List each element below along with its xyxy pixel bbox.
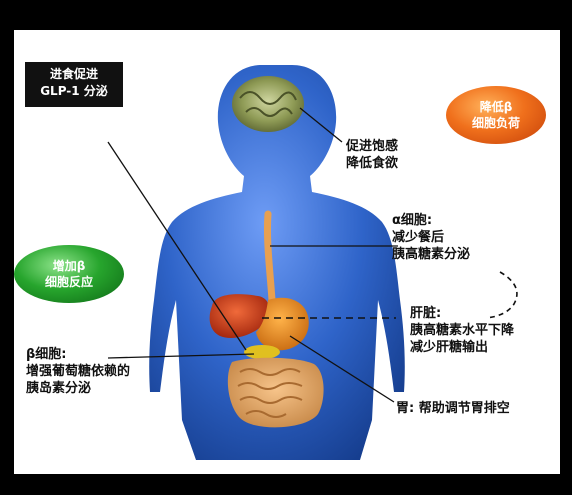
beta-label-line-1: β细胞: xyxy=(26,346,130,363)
reduce-beta-cell-load-badge: 降低β 细胞负荷 xyxy=(446,86,546,144)
liver-label-line-1: 肝脏: xyxy=(410,305,514,322)
alpha-label-line-3: 胰高糖素分泌 xyxy=(392,246,470,263)
liver-label: 肝脏: 胰高糖素水平下降 减少肝糖输出 xyxy=(410,305,514,356)
beta-label-line-3: 胰岛素分泌 xyxy=(26,380,130,397)
beta-label-line-2: 增强葡萄糖依赖的 xyxy=(26,363,130,380)
glp1-box-line-1: 进食促进 xyxy=(25,66,123,83)
stomach-label: 胃: 帮助调节胃排空 xyxy=(396,400,510,417)
brain-label-line-2: 降低食欲 xyxy=(346,155,398,172)
beta-cells-label: β细胞: 增强葡萄糖依赖的 胰岛素分泌 xyxy=(26,346,130,397)
liver-label-line-3: 减少肝糖输出 xyxy=(410,339,514,356)
stomach-label-line-1: 胃: 帮助调节胃排空 xyxy=(396,400,510,417)
brain-label-line-1: 促进饱感 xyxy=(346,138,398,155)
liver-label-line-2: 胰高糖素水平下降 xyxy=(410,322,514,339)
pancreas xyxy=(244,345,280,359)
badge-orange-line-2: 细胞负荷 xyxy=(472,115,520,131)
alpha-cells-label: α细胞: 减少餐后 胰高糖素分泌 xyxy=(392,212,470,263)
badge-orange-line-1: 降低β xyxy=(480,99,513,115)
alpha-label-line-2: 减少餐后 xyxy=(392,229,470,246)
increase-beta-cell-response-badge: 增加β 细胞反应 xyxy=(14,245,124,303)
badge-green-line-1: 增加β xyxy=(53,258,86,274)
badge-green-line-2: 细胞反应 xyxy=(45,274,93,290)
glp1-secretion-box: 进食促进 GLP-1 分泌 xyxy=(25,62,123,107)
alpha-label-line-1: α细胞: xyxy=(392,212,470,229)
brain-label: 促进饱感 降低食欲 xyxy=(346,138,398,172)
glp1-box-line-2: GLP-1 分泌 xyxy=(25,83,123,100)
